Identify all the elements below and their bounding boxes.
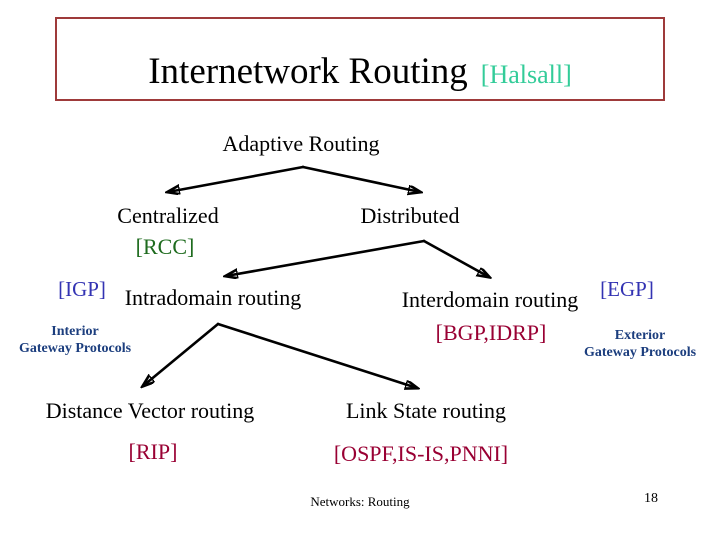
tag-egp: [EGP] [600, 277, 654, 301]
note-interior-line2: Gateway Protocols [18, 341, 132, 356]
edge-root-centralized [168, 165, 305, 192]
title-attribution: [Halsall] [480, 60, 572, 89]
note-interior-gateway-protocols: Interior Gateway Protocols [19, 323, 131, 357]
title-box: Internetwork Routing [Halsall] [55, 17, 665, 101]
note-exterior-gateway-protocols: Exterior Gateway Protocols [584, 327, 696, 361]
tag-bgp-idrp: [BGP,IDRP] [435, 320, 547, 345]
slide-title: Internetwork Routing [148, 51, 468, 92]
node-distributed: Distributed [360, 203, 460, 228]
edge-intradomain-link-state [216, 322, 417, 388]
node-centralized: Centralized [117, 203, 219, 228]
edge-intradomain-distance-vector [143, 322, 220, 386]
note-exterior-line1: Exterior [614, 328, 666, 343]
node-interdomain-routing: Interdomain routing [401, 287, 579, 312]
node-adaptive-routing: Adaptive Routing [222, 131, 380, 156]
note-exterior-line2: Gateway Protocols [583, 345, 697, 360]
footer-title: Networks: Routing [310, 494, 410, 509]
tag-igp: [IGP] [58, 277, 106, 301]
node-distance-vector-routing: Distance Vector routing [45, 398, 255, 423]
tag-rcc: [RCC] [135, 234, 195, 259]
page-number: 18 [644, 491, 658, 506]
note-interior-line1: Interior [51, 324, 99, 339]
tag-rip: [RIP] [128, 439, 178, 464]
edge-root-distributed [301, 165, 420, 192]
node-intradomain-routing: Intradomain routing [124, 285, 302, 310]
edge-distributed-interdomain [422, 239, 489, 277]
node-link-state-routing: Link State routing [345, 398, 507, 423]
edge-distributed-intradomain [226, 239, 426, 276]
tag-ospf-isis-pnni: [OSPF,IS-IS,PNNI] [333, 441, 509, 466]
